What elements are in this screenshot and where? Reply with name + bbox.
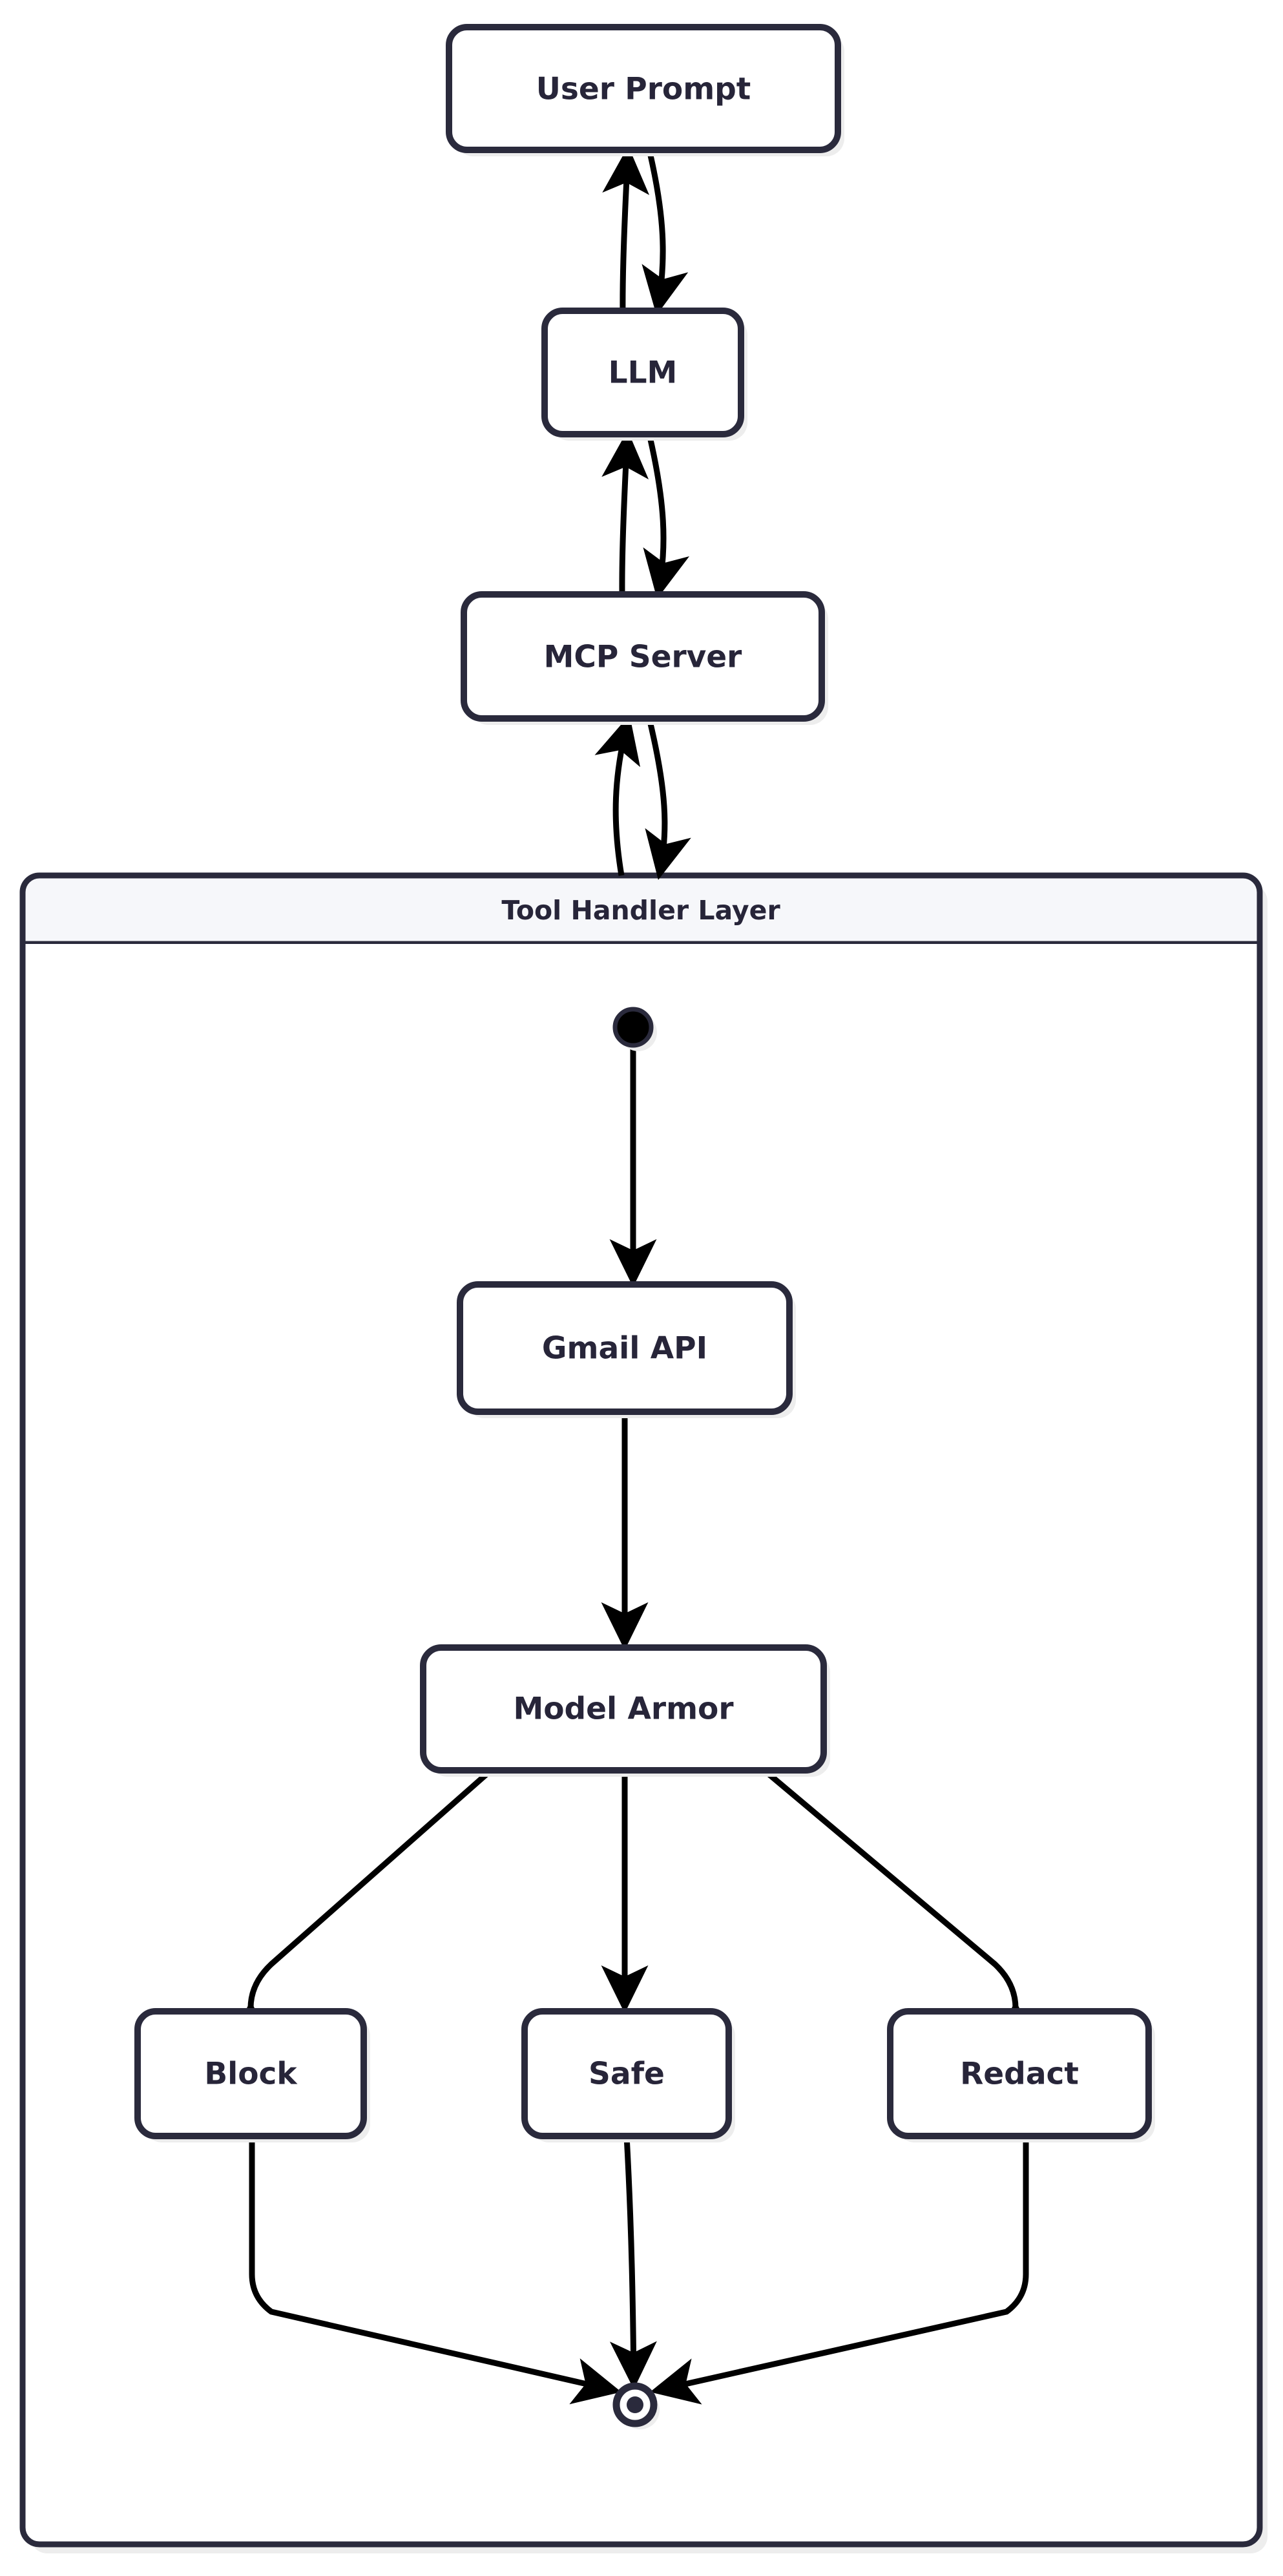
cluster-title-bar xyxy=(19,872,1263,947)
node-label-user-prompt: User Prompt xyxy=(536,72,751,107)
node-label-block: Block xyxy=(204,2057,298,2092)
edge-user-prompt-to-llm xyxy=(642,149,689,315)
edge-redact-to-end xyxy=(650,2136,1029,2405)
node-label-redact: Redact xyxy=(960,2057,1079,2092)
node-label-model-armor: Model Armor xyxy=(513,1691,734,1727)
edge-block-to-end xyxy=(249,2136,621,2405)
node-redact[interactable]: Redact xyxy=(887,2008,1155,2142)
node-model-armor[interactable]: Model Armor xyxy=(420,1644,830,1777)
node-label-llm: LLM xyxy=(609,355,678,391)
node-user-prompt[interactable]: User Prompt xyxy=(446,24,844,156)
start-state-node xyxy=(612,1007,657,1051)
node-safe[interactable]: Safe xyxy=(521,2008,735,2142)
cluster-title-label: Tool Handler Layer xyxy=(501,895,780,926)
edge-mcp-server-to-tool-handler-layer xyxy=(645,717,691,880)
edge-model-armor-to-redact xyxy=(762,1768,1039,2049)
edge-safe-to-end xyxy=(609,2135,657,2390)
node-llm[interactable]: LLM xyxy=(541,308,747,441)
edge-model-armor-to-block xyxy=(227,1768,493,2049)
end-state-node xyxy=(612,2382,660,2429)
edge-llm-to-mcp-server xyxy=(643,433,690,599)
node-mcp-server[interactable]: MCP Server xyxy=(461,591,828,725)
node-label-safe: Safe xyxy=(589,2057,665,2092)
node-label-gmail-api: Gmail API xyxy=(542,1331,707,1367)
node-gmail-api[interactable]: Gmail API xyxy=(457,1281,796,1418)
node-block[interactable]: Block xyxy=(134,2008,370,2142)
edge-tool-handler-layer-to-mcp-server xyxy=(594,715,641,876)
node-label-mcp-server: MCP Server xyxy=(544,640,742,675)
